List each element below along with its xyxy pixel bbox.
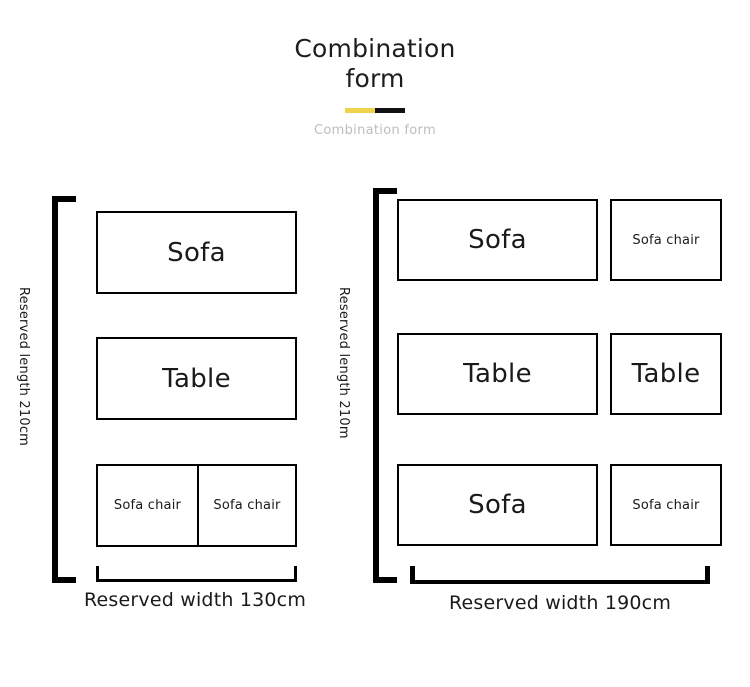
furniture-box-sofa: Sofa <box>96 211 297 294</box>
furniture-box-table: Table <box>610 333 722 415</box>
bracket-stem <box>373 188 379 583</box>
diagram-right: Reserved length 210m Sofa Sofa chair Tab… <box>336 0 750 687</box>
furniture-box-table: Table <box>397 333 598 415</box>
furniture-box-label: Table <box>162 363 231 394</box>
bracket-tick-right <box>294 566 297 582</box>
title-block: Combination form Combination form <box>0 34 750 138</box>
furniture-box-sofa: Sofa <box>397 464 598 546</box>
bracket-cap-top <box>52 196 76 202</box>
divider-segment-yellow <box>345 108 375 113</box>
page-title: Combination form <box>225 34 525 94</box>
furniture-box-sofa-chair: Sofa chair <box>197 464 297 547</box>
diagram-left: Reserved length 210cm Sofa Table Sofa ch… <box>0 0 340 687</box>
furniture-box-label: Sofa <box>468 225 527 255</box>
reserved-width-bracket-right <box>410 566 710 584</box>
furniture-box-sofa: Sofa <box>397 199 598 281</box>
furniture-box-label: Sofa chair <box>213 498 281 513</box>
furniture-box-label: Table <box>463 359 532 389</box>
reserved-width-bracket-left <box>96 566 297 582</box>
page-title-line1: Combination <box>294 34 456 63</box>
bracket-tick-left <box>410 566 415 584</box>
reserved-width-label-right: Reserved width 190cm <box>448 592 672 614</box>
furniture-box-table: Table <box>96 337 297 420</box>
furniture-box-label: Sofa chair <box>632 497 700 513</box>
furniture-box-sofa-chair: Sofa chair <box>96 464 197 547</box>
furniture-box-sofa-chair: Sofa chair <box>610 199 722 281</box>
divider-segment-black <box>375 108 405 113</box>
bracket-stem <box>52 196 58 583</box>
reserved-length-label-left: Reserved length 210cm <box>16 287 31 447</box>
page-title-line2: form <box>345 64 405 93</box>
reserved-width-label-left: Reserved width 130cm <box>83 589 307 611</box>
reserved-length-bracket-left <box>52 196 76 583</box>
bracket-tick-left <box>96 566 99 582</box>
bracket-bar <box>410 580 710 584</box>
furniture-box-label: Sofa chair <box>632 232 700 248</box>
bracket-bar <box>96 579 297 582</box>
reserved-length-bracket-right <box>373 188 397 583</box>
furniture-box-label: Sofa <box>468 490 527 520</box>
furniture-box-label: Sofa chair <box>113 498 182 513</box>
furniture-box-label: Sofa <box>167 237 226 268</box>
bracket-cap-bottom <box>52 577 76 583</box>
reserved-length-label-right: Reserved length 210m <box>336 287 351 439</box>
bracket-cap-bottom <box>373 577 397 583</box>
bracket-cap-top <box>373 188 397 194</box>
title-divider <box>345 108 405 113</box>
furniture-box-label: Table <box>631 359 701 389</box>
bracket-tick-right <box>705 566 710 584</box>
page-subtitle: Combination form <box>314 123 436 138</box>
furniture-box-sofa-chair: Sofa chair <box>610 464 722 546</box>
